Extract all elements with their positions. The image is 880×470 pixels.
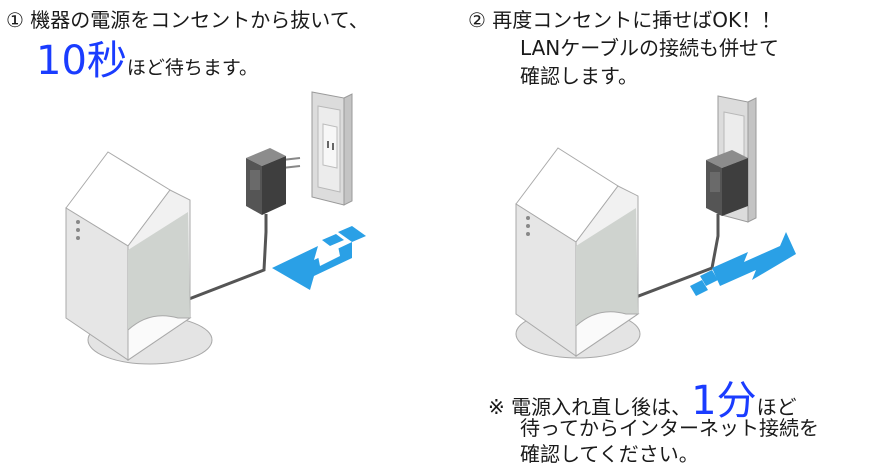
step-2-panel: ② 再度コンセントに挿せばOK！！ LANケーブルの接続も併せて 確認します。: [450, 0, 880, 470]
note-line2: 待ってからインターネット接続を: [520, 416, 819, 440]
router-device-icon: [516, 148, 640, 358]
step-1-panel: ① 機器の電源をコンセントから抜いて、 10秒ほど待ちます。: [0, 0, 450, 470]
router-device-icon: [66, 152, 212, 364]
plug-in-arrow-icon: [690, 232, 796, 296]
note-line3: 確認してください。: [520, 442, 699, 466]
wall-outlet-icon: [312, 92, 352, 205]
pull-out-arrow-icon: [272, 226, 366, 290]
power-adapter-icon: [176, 148, 300, 304]
note-mark: ※: [488, 395, 505, 419]
unplug-illustration: [0, 0, 450, 470]
